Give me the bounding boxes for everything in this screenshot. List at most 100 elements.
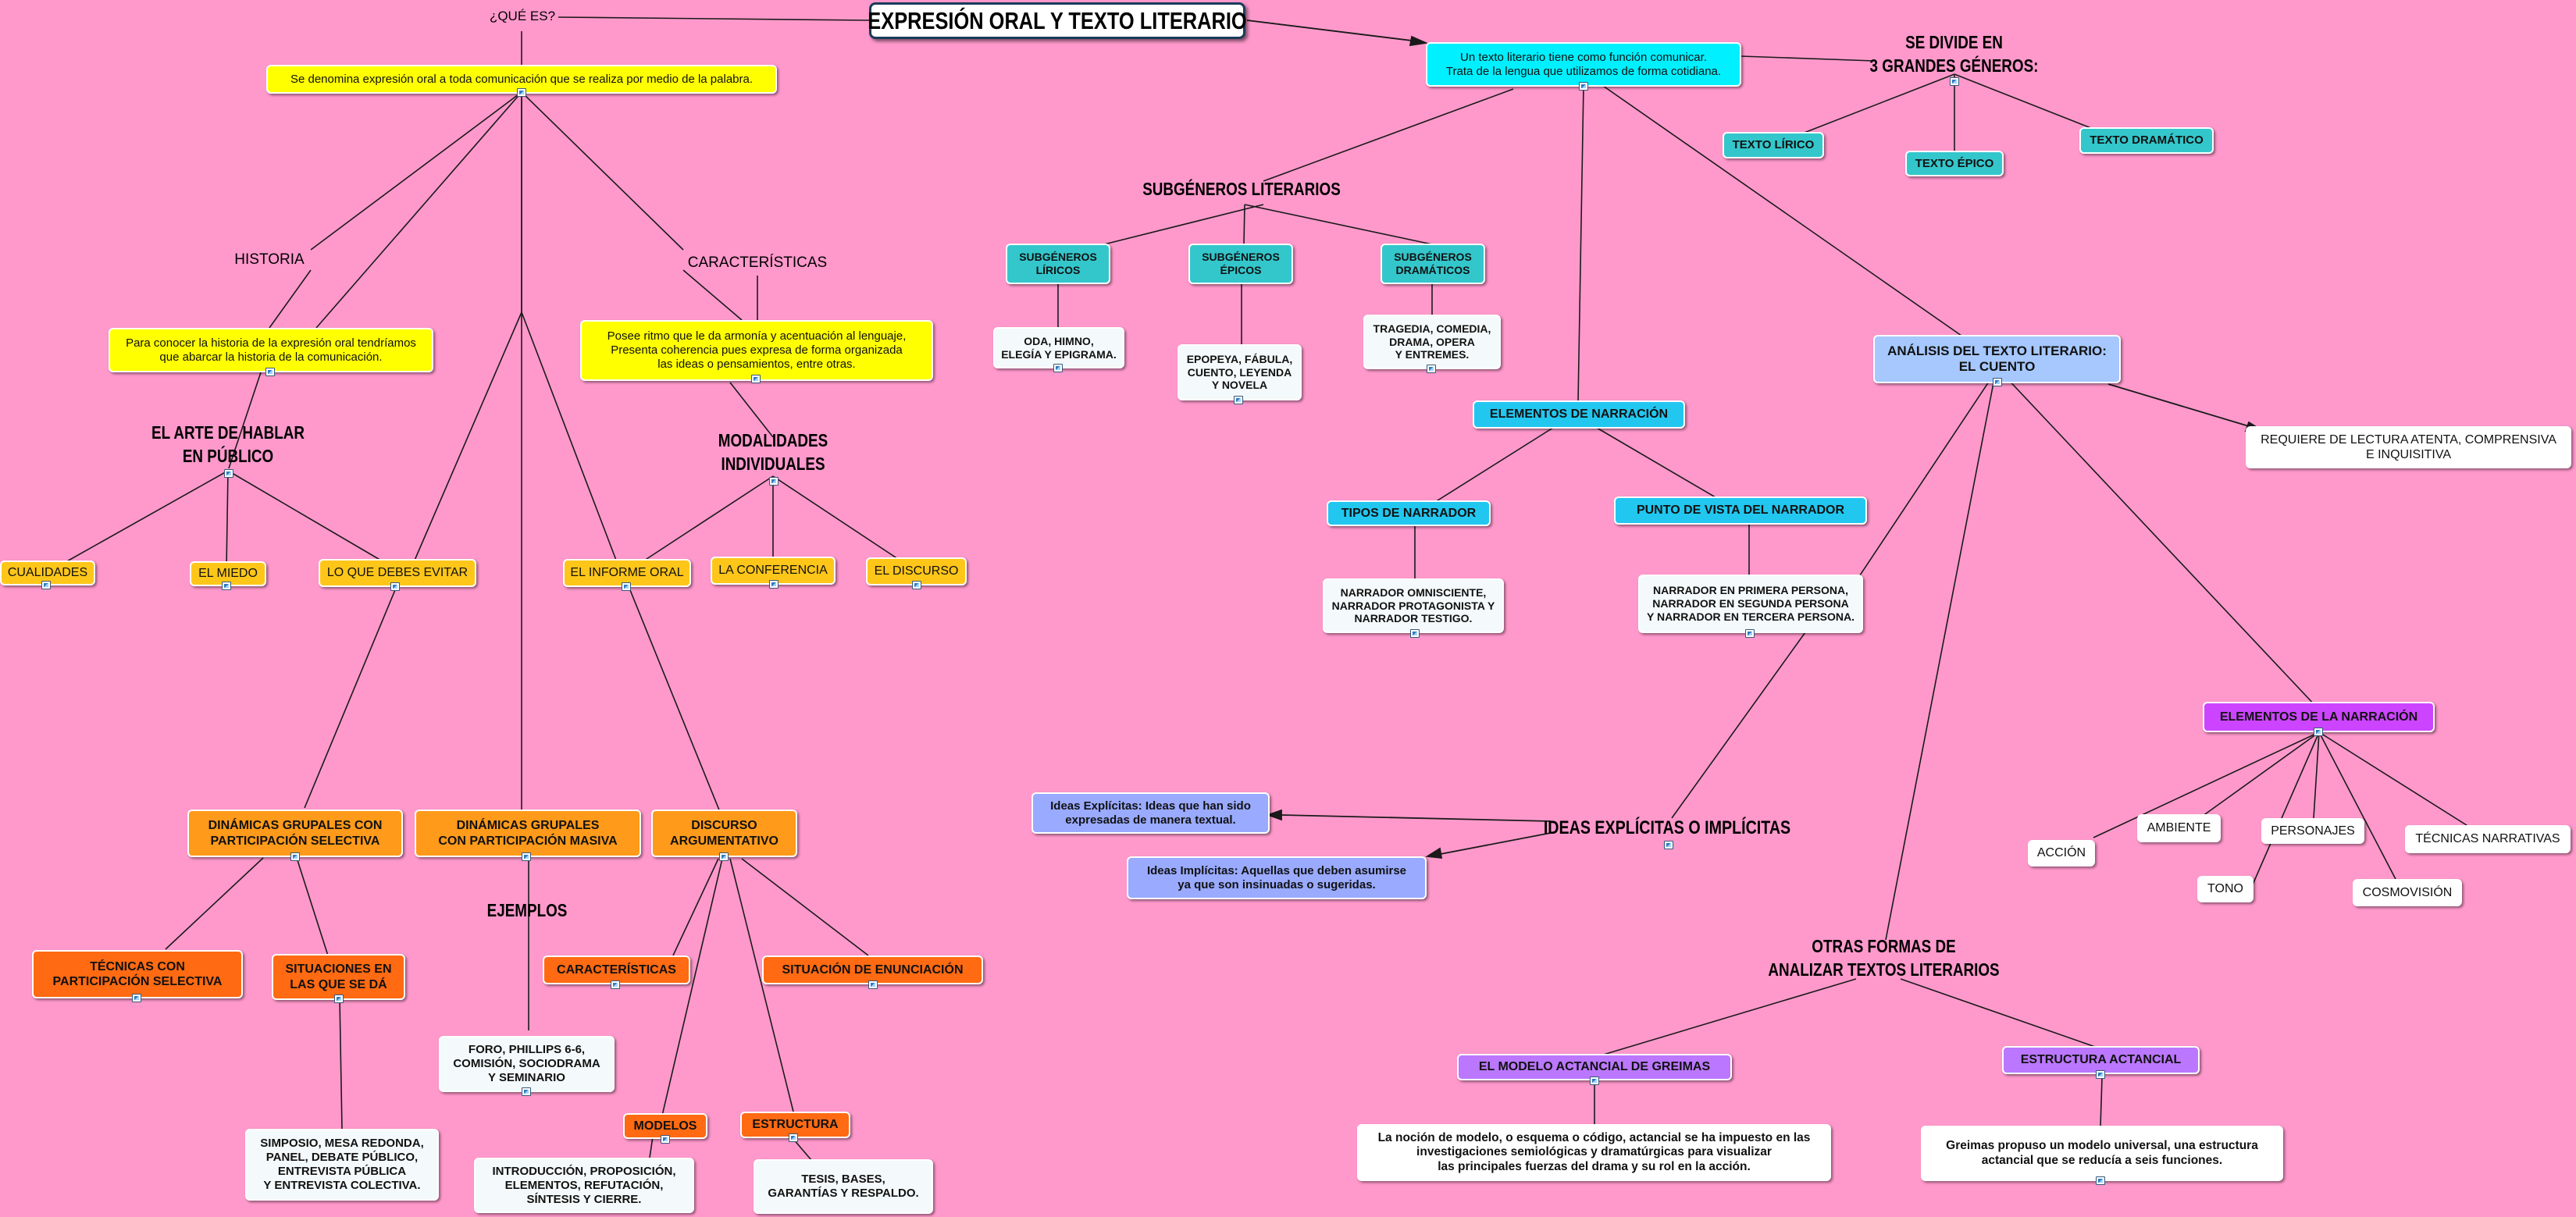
node-definicion-oral-text: Se denomina expresión oral a toda comuni… bbox=[290, 72, 754, 86]
label-caracteristicas: CARACTERÍSTICAS bbox=[687, 254, 828, 271]
node-situaciones-text: SITUACIONES EN LAS QUE SE DÁ bbox=[285, 963, 392, 991]
node-historia-texto[interactable]: Para conocer la historia de la expresión… bbox=[109, 328, 433, 372]
attachment-icon bbox=[132, 994, 141, 1002]
node-greimas-propuso[interactable]: Greimas propuso un modelo universal, una… bbox=[1921, 1126, 2283, 1181]
attachment-icon bbox=[224, 469, 233, 478]
node-explicitas[interactable]: Ideas Explícitas: Ideas que han sido exp… bbox=[1031, 792, 1270, 834]
node-texto-epico[interactable]: TEXTO ÉPICO bbox=[1905, 151, 2004, 176]
attachment-icon bbox=[769, 477, 779, 486]
node-dinamicas-selectiva[interactable]: DINÁMICAS GRUPALES CON PARTICIPACIÓN SEL… bbox=[187, 810, 403, 857]
node-informe[interactable]: EL INFORME ORAL bbox=[563, 559, 691, 587]
attachment-icon bbox=[1410, 629, 1420, 638]
node-tragedia[interactable]: TRAGEDIA, COMEDIA, DRAMA, OPERA Y ENTREM… bbox=[1363, 315, 1501, 369]
node-oda[interactable]: ODA, HIMNO, ELEGÍA Y EPIGRAMA. bbox=[993, 327, 1124, 368]
node-modelos[interactable]: MODELOS bbox=[623, 1113, 707, 1139]
node-estructura-text: ESTRUCTURA bbox=[752, 1118, 839, 1132]
attachment-icon bbox=[2096, 1070, 2105, 1079]
node-requiere[interactable]: REQUIERE DE LECTURA ATENTA, COMPRENSIVA … bbox=[2246, 426, 2571, 468]
node-conferencia-text: LA CONFERENCIA bbox=[718, 564, 828, 578]
node-introduccion-text: INTRODUCCIÓN, PROPOSICIÓN, ELEMENTOS, RE… bbox=[492, 1164, 676, 1206]
node-caracteristicas-texto[interactable]: Posee ritmo que le da armonía y acentuac… bbox=[580, 320, 933, 381]
node-accion[interactable]: ACCIÓN bbox=[2028, 840, 2095, 866]
label-ejemplos: EJEMPLOS bbox=[486, 900, 568, 920]
node-tipos-narrador-text: TIPOS DE NARRADOR bbox=[1341, 506, 1477, 520]
node-discurso-argumentativo-text: DISCURSO ARGUMENTATIVO bbox=[670, 819, 779, 848]
node-personajes-text: PERSONAJES bbox=[2271, 824, 2355, 838]
node-requiere-text: REQUIERE DE LECTURA ATENTA, COMPRENSIVA … bbox=[2261, 432, 2556, 461]
node-texto-dramatico[interactable]: TEXTO DRAMÁTICO bbox=[2079, 127, 2214, 154]
node-punto-vista[interactable]: PUNTO DE VISTA DEL NARRADOR bbox=[1614, 496, 1867, 525]
node-tecnicas-narrativas[interactable]: TÉCNICAS NARRATIVAS bbox=[2405, 825, 2571, 853]
attachment-icon bbox=[751, 375, 761, 383]
label-subgeneros: SUBGÉNEROS LITERARIOS bbox=[1142, 179, 1341, 199]
attachment-icon bbox=[789, 1133, 798, 1142]
node-informe-text: EL INFORME ORAL bbox=[570, 566, 684, 580]
node-nocion-text: La noción de modelo, o esquema o código,… bbox=[1377, 1130, 1811, 1173]
attachment-icon bbox=[1590, 1076, 1599, 1085]
node-estructura-actancial[interactable]: ESTRUCTURA ACTANCIAL bbox=[2002, 1046, 2200, 1074]
node-sub-epicos[interactable]: SUBGÉNEROS ÉPICOS bbox=[1188, 244, 1293, 284]
node-ambiente-text: AMBIENTE bbox=[2147, 821, 2211, 835]
node-dinamicas-selectiva-text: DINÁMICAS GRUPALES CON PARTICIPACIÓN SEL… bbox=[208, 819, 383, 848]
attachment-icon bbox=[912, 581, 921, 589]
node-texto-epico-text: TEXTO ÉPICO bbox=[1915, 156, 1994, 170]
node-texto-lirico[interactable]: TEXTO LÍRICO bbox=[1723, 132, 1824, 158]
node-explicitas-text: Ideas Explícitas: Ideas que han sido exp… bbox=[1050, 799, 1251, 827]
node-implicitas[interactable]: Ideas Implícitas: Aquellas que deben asu… bbox=[1127, 856, 1427, 899]
node-definicion-literario-text: Un texto literario tiene como función co… bbox=[1445, 50, 1722, 78]
node-dinamicas-masiva[interactable]: DINÁMICAS GRUPALES CON PARTICIPACIÓN MAS… bbox=[415, 810, 641, 857]
attachment-icon bbox=[1427, 365, 1436, 373]
attachment-icon bbox=[622, 582, 631, 591]
node-miedo-text: EL MIEDO bbox=[198, 567, 258, 581]
node-discurso-argumentativo[interactable]: DISCURSO ARGUMENTATIVO bbox=[651, 810, 797, 857]
node-situaciones[interactable]: SITUACIONES EN LAS QUE SE DÁ bbox=[272, 954, 405, 1000]
attachment-icon bbox=[1993, 378, 2002, 386]
node-sub-dramaticos[interactable]: SUBGÉNEROS DRAMÁTICOS bbox=[1381, 244, 1485, 284]
node-tecnicas-selectiva[interactable]: TÉCNICAS CON PARTICIPACIÓN SELECTIVA bbox=[32, 950, 243, 998]
node-conferencia[interactable]: LA CONFERENCIA bbox=[711, 557, 836, 585]
node-situacion-enunciacion-text: SITUACIÓN DE ENUNCIACIÓN bbox=[782, 963, 964, 977]
node-analisis[interactable]: ANÁLISIS DEL TEXTO LITERARIO: EL CUENTO bbox=[1873, 335, 2121, 383]
node-nocion[interactable]: La noción de modelo, o esquema o código,… bbox=[1357, 1124, 1831, 1181]
node-primera-persona[interactable]: NARRADOR EN PRIMERA PERSONA, NARRADOR EN… bbox=[1638, 575, 1863, 633]
label-modalidades: MODALIDADES INDIVIDUALES bbox=[718, 430, 828, 474]
node-cualidades[interactable]: CUALIDADES bbox=[0, 560, 95, 585]
node-tono[interactable]: TONO bbox=[2197, 876, 2254, 902]
node-ejemplos-texto-text: FORO, PHILLIPS 6-6, COMISIÓN, SOCIODRAMA… bbox=[453, 1043, 600, 1084]
node-simposio[interactable]: SIMPOSIO, MESA REDONDA, PANEL, DEBATE PÚ… bbox=[245, 1129, 439, 1201]
node-situacion-enunciacion[interactable]: SITUACIÓN DE ENUNCIACIÓN bbox=[762, 955, 983, 984]
attachment-icon bbox=[1664, 841, 1673, 849]
node-omnisciente[interactable]: NARRADOR OMNISCIENTE, NARRADOR PROTAGONI… bbox=[1323, 578, 1504, 633]
attachment-icon bbox=[769, 580, 779, 589]
node-epopeya[interactable]: EPOPEYA, FÁBULA, CUENTO, LEYENDA Y NOVEL… bbox=[1178, 344, 1302, 400]
node-historia-texto-text: Para conocer la historia de la expresión… bbox=[126, 336, 416, 364]
node-cosmovision-text: COSMOVISIÓN bbox=[2362, 885, 2453, 899]
attachment-icon bbox=[719, 852, 729, 861]
node-elementos-narracion[interactable]: ELEMENTOS DE NARRACIÓN bbox=[1473, 400, 1685, 429]
node-tipos-narrador[interactable]: TIPOS DE NARRADOR bbox=[1327, 500, 1491, 526]
node-definicion-oral[interactable]: Se denomina expresión oral a toda comuni… bbox=[266, 65, 777, 94]
node-estructura-actancial-text: ESTRUCTURA ACTANCIAL bbox=[2020, 1053, 2182, 1067]
attachment-icon bbox=[517, 88, 526, 97]
node-oda-text: ODA, HIMNO, ELEGÍA Y EPIGRAMA. bbox=[1001, 334, 1117, 361]
node-evitar-text: LO QUE DEBES EVITAR bbox=[326, 566, 469, 580]
attachment-icon bbox=[265, 368, 275, 376]
attachment-icon bbox=[290, 852, 300, 861]
node-personajes[interactable]: PERSONAJES bbox=[2261, 818, 2364, 844]
attachment-icon bbox=[1234, 396, 1243, 404]
attachment-icon bbox=[390, 582, 400, 591]
node-caracteristicas-arg[interactable]: CARACTERÍSTICAS bbox=[543, 955, 690, 984]
node-ambiente[interactable]: AMBIENTE bbox=[2137, 814, 2221, 842]
node-tragedia-text: TRAGEDIA, COMEDIA, DRAMA, OPERA Y ENTREM… bbox=[1373, 322, 1491, 361]
node-ejemplos-texto[interactable]: FORO, PHILLIPS 6-6, COMISIÓN, SOCIODRAMA… bbox=[439, 1036, 615, 1092]
node-tecnicas-narrativas-text: TÉCNICAS NARRATIVAS bbox=[2415, 832, 2560, 846]
node-introduccion[interactable]: INTRODUCCIÓN, PROPOSICIÓN, ELEMENTOS, RE… bbox=[474, 1158, 694, 1213]
node-caracteristicas-arg-text: CARACTERÍSTICAS bbox=[557, 963, 676, 977]
node-tesis[interactable]: TESIS, BASES, GARANTÍAS Y RESPALDO. bbox=[754, 1159, 933, 1214]
attachment-icon bbox=[1745, 629, 1755, 638]
node-sub-liricos[interactable]: SUBGÉNEROS LÍRICOS bbox=[1006, 244, 1110, 284]
node-cosmovision[interactable]: COSMOVISIÓN bbox=[2353, 879, 2462, 906]
node-definicion-literario[interactable]: Un texto literario tiene como función co… bbox=[1426, 42, 1741, 87]
node-epopeya-text: EPOPEYA, FÁBULA, CUENTO, LEYENDA Y NOVEL… bbox=[1186, 352, 1293, 392]
node-elementos-de-la-narracion-text: ELEMENTOS DE LA NARRACIÓN bbox=[2219, 710, 2418, 724]
